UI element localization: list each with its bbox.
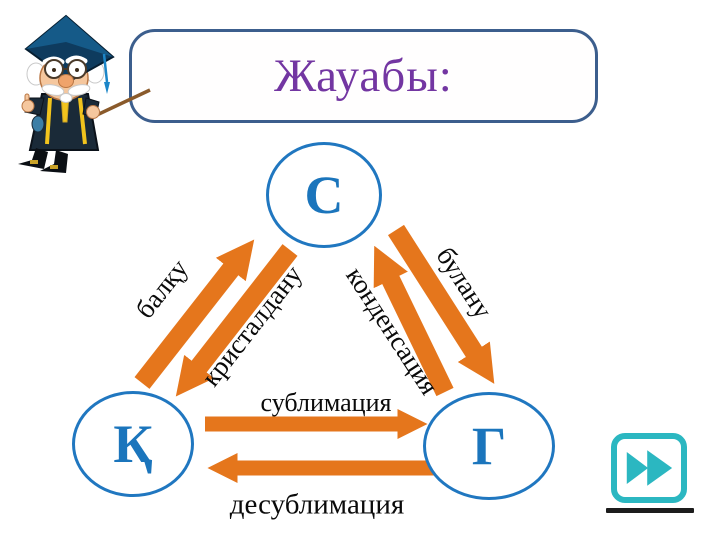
node-solid-label: Қ [113, 414, 153, 474]
node-gas-label: Г [471, 416, 507, 476]
label-desublimate: десублимация [229, 488, 405, 521]
node-liquid: С [266, 142, 382, 248]
node-solid: Қ [72, 391, 194, 497]
label-sublimate: сублимация [260, 388, 392, 417]
slide-title: Жауабы: [274, 50, 453, 102]
next-button[interactable] [611, 433, 687, 503]
arrow-melt [134, 239, 255, 389]
arrow-condense [373, 245, 454, 397]
arrow-evaporate [387, 224, 495, 384]
professor-illustration [18, 14, 151, 173]
node-gas: Г [423, 392, 555, 500]
watermark-strip [606, 508, 694, 513]
fast-forward-icon [626, 450, 673, 486]
title-box: Жауабы: [129, 29, 598, 123]
node-liquid-label: С [304, 165, 344, 225]
arrow-crystallize [175, 244, 298, 397]
